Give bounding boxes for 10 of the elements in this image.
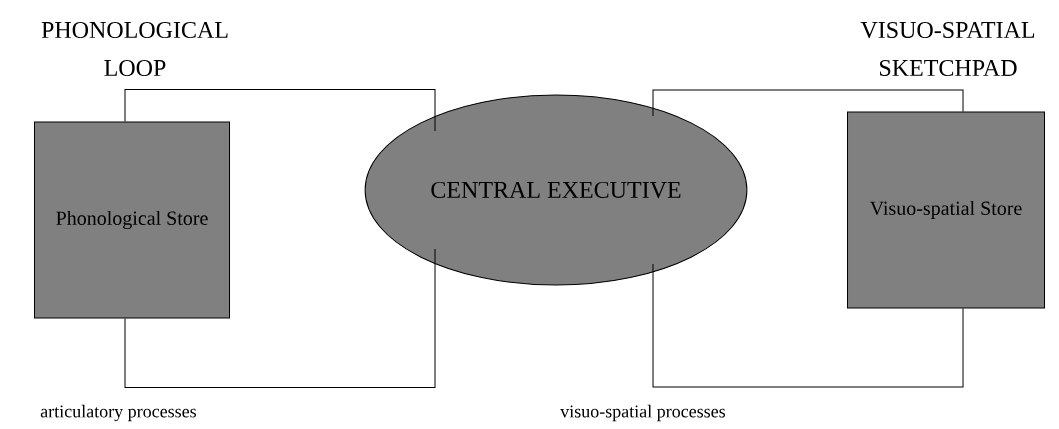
connector-line xyxy=(652,89,964,117)
connector-line xyxy=(652,263,964,388)
connector-line xyxy=(124,248,436,388)
heading: VISUO-SPATIAL SKETCHPAD xyxy=(860,21,1035,77)
heading: PHONOLOGICAL LOOP xyxy=(41,21,228,77)
process-label: articulatory processes xyxy=(40,404,196,422)
process-label: visuo-spatial processes xyxy=(560,404,726,422)
store-box: Visuo-spatial Store xyxy=(847,111,1045,309)
store-box: Phonological Store xyxy=(34,121,230,319)
connector-line xyxy=(124,89,436,132)
